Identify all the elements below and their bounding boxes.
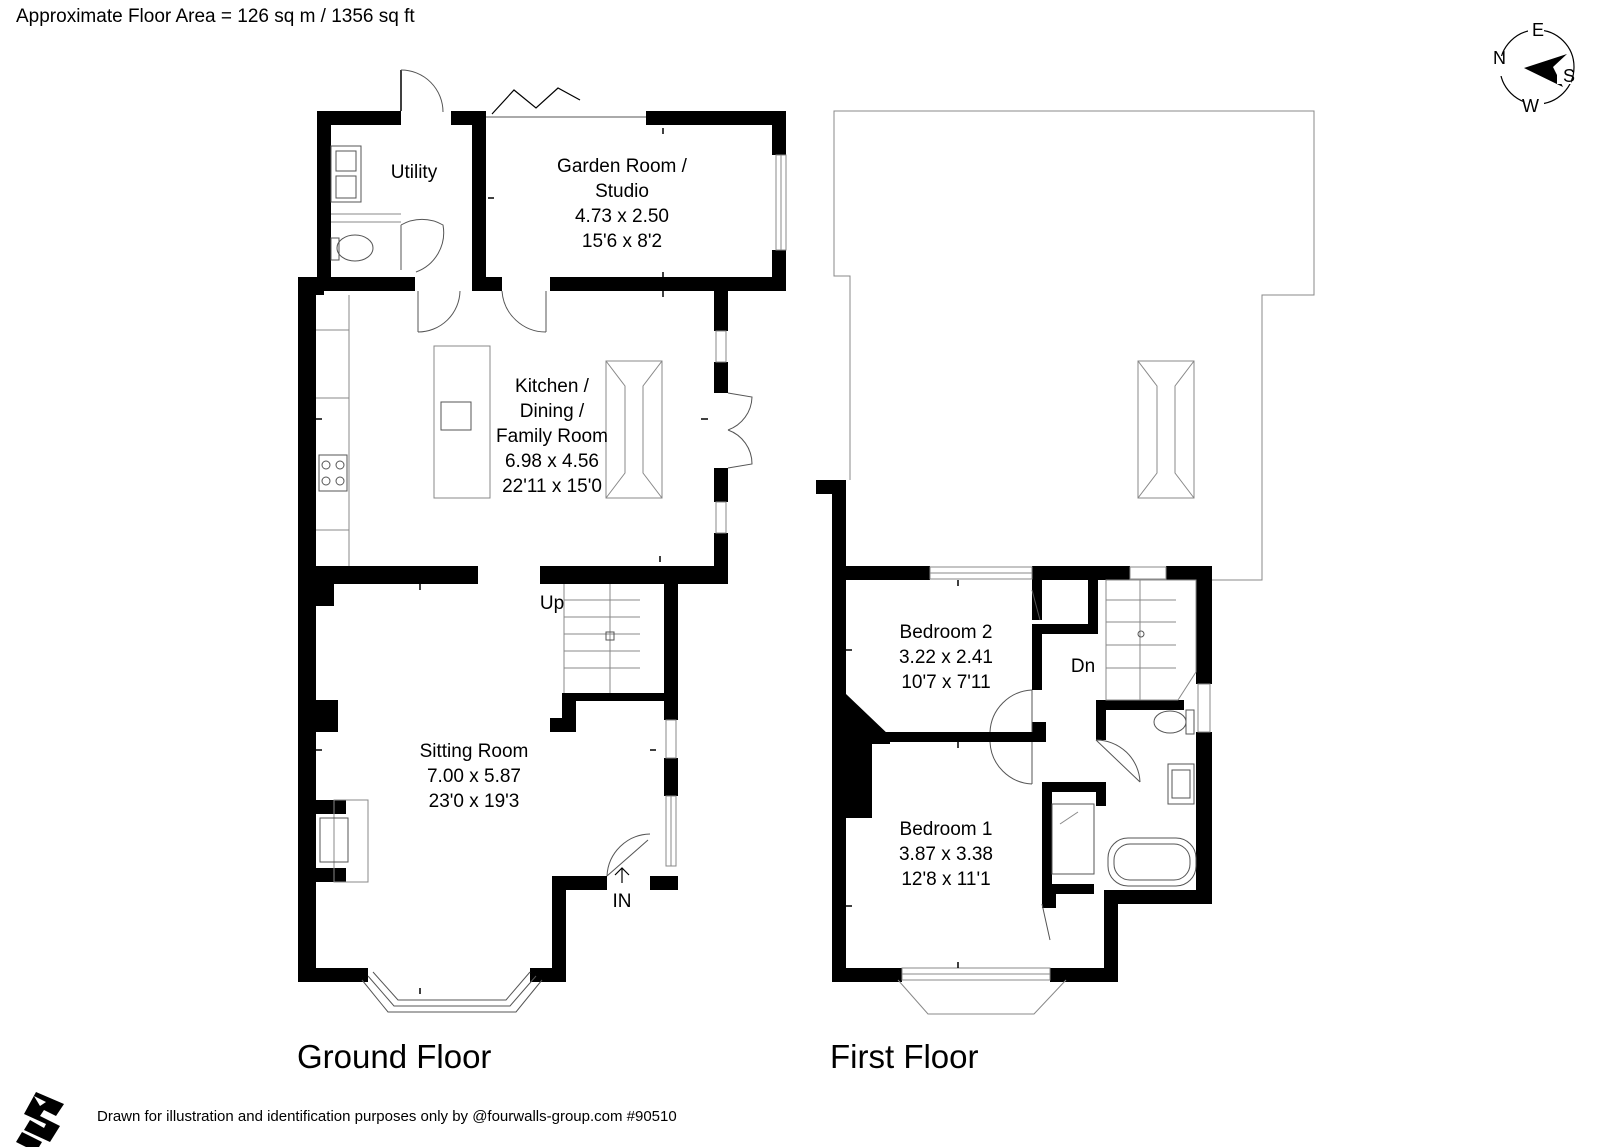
first-floor-labels: Bedroom 2 3.22 x 2.41 10'7 x 7'11 Dn Bed… (899, 622, 1095, 890)
fourwalls-logo-icon (16, 1092, 64, 1147)
sitting-room-name: Sitting Room (420, 741, 529, 762)
roof-outline (833, 110, 1315, 581)
compass-icon: N E S W (1493, 20, 1575, 116)
kitchen-name-2: Dining / (520, 401, 585, 422)
kitchen-name-1: Kitchen / (515, 376, 590, 397)
garden-room-metric: 4.73 x 2.50 (575, 206, 669, 227)
compass-w: W (1522, 96, 1539, 116)
ground-floor-fixtures (316, 128, 708, 994)
entrance-label: IN (613, 891, 632, 912)
ground-floor-labels: Utility Garden Room / Studio 4.73 x 2.50… (391, 156, 688, 912)
utility-label: Utility (391, 162, 438, 183)
first-floor-doors (989, 589, 1141, 941)
kitchen-imperial: 22'11 x 15'0 (502, 476, 602, 497)
disclaimer-text: Drawn for illustration and identificatio… (97, 1108, 677, 1125)
compass-n: N (1493, 48, 1506, 68)
ground-floor-walls (298, 111, 786, 982)
first-floor-title: First Floor (830, 1038, 979, 1075)
first-floor-windows (897, 566, 1211, 1015)
ground-floor-title: Ground Floor (297, 1038, 492, 1075)
compass-s: S (1563, 66, 1575, 86)
garden-room-imperial: 15'6 x 8'2 (582, 231, 662, 252)
stairs-up-label: Up (540, 593, 564, 614)
garden-room-name-2: Studio (595, 181, 649, 202)
compass-e: E (1532, 20, 1544, 40)
first-floor-walls (816, 480, 1212, 982)
sitting-room-metric: 7.00 x 5.87 (427, 766, 521, 787)
bedroom1-name: Bedroom 1 (900, 819, 993, 840)
bedroom2-imperial: 10'7 x 7'11 (901, 672, 990, 693)
sitting-room-imperial: 23'0 x 19'3 (429, 791, 520, 812)
bedroom2-name: Bedroom 2 (900, 622, 993, 643)
kitchen-name-3: Family Room (496, 426, 608, 447)
roof-rooflight (1137, 360, 1195, 499)
bedroom1-metric: 3.87 x 3.38 (899, 844, 993, 865)
bedroom2-metric: 3.22 x 2.41 (899, 647, 993, 668)
floor-area-text: Approximate Floor Area = 126 sq m / 1356… (16, 6, 415, 27)
ground-floor-doors (400, 69, 753, 877)
ground-floor-windows (361, 154, 787, 1013)
bedroom1-imperial: 12'8 x 11'1 (901, 869, 990, 890)
stairs-down-label: Dn (1071, 656, 1095, 677)
first-floor-fixtures (846, 579, 1197, 968)
garden-room-name-1: Garden Room / (557, 156, 688, 177)
kitchen-metric: 6.98 x 4.56 (505, 451, 599, 472)
